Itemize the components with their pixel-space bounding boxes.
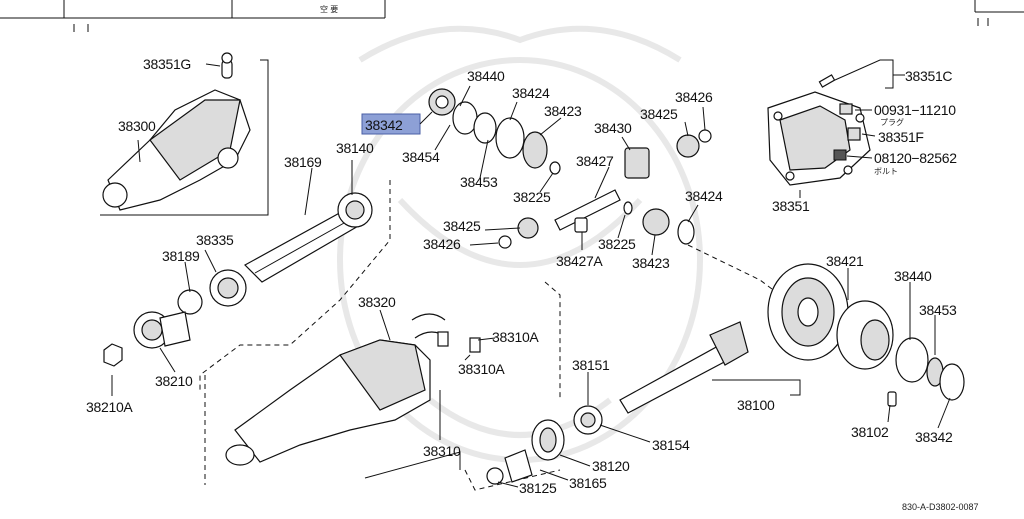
rear-diff-housing-38300	[100, 52, 269, 216]
carrier-housing-38310	[204, 281, 561, 485]
label-38427[interactable]: 38427	[576, 153, 614, 169]
label-38100[interactable]: 38100	[737, 397, 775, 413]
label-38151[interactable]: 38151	[572, 357, 610, 373]
label-38102[interactable]: 38102	[851, 424, 889, 440]
label-38335[interactable]: 38335	[196, 232, 234, 248]
label-38427A[interactable]: 38427A	[556, 253, 604, 269]
drive-shaft-parts	[103, 160, 391, 396]
label-38453-top[interactable]: 38453	[460, 174, 498, 190]
label-38351C[interactable]: 38351C	[905, 68, 953, 84]
label-38351F[interactable]: 38351F	[878, 129, 924, 145]
label-38300[interactable]: 38300	[118, 118, 156, 134]
label-38423-mid[interactable]: 38423	[632, 255, 670, 271]
label-38125[interactable]: 38125	[519, 480, 557, 496]
label-38169[interactable]: 38169	[284, 154, 322, 170]
part-labels: 38351G 38300 38169 38140 38335 38189 382…	[86, 56, 979, 512]
label-38424-mid[interactable]: 38424	[685, 188, 723, 204]
label-38225-mid[interactable]: 38225	[598, 236, 636, 252]
pinion-shaft-38100	[619, 321, 801, 414]
label-38426-mid[interactable]: 38426	[423, 236, 461, 252]
label-38425-top[interactable]: 38425	[640, 106, 678, 122]
label-38210[interactable]: 38210	[155, 373, 193, 389]
label-38225-top[interactable]: 38225	[513, 189, 551, 205]
label-38165[interactable]: 38165	[569, 475, 607, 491]
label-00931-11210[interactable]: 00931−11210	[874, 102, 957, 118]
label-38320[interactable]: 38320	[358, 294, 396, 310]
label-08120-82562[interactable]: 08120−82562	[874, 150, 958, 166]
ring-gear-assembly	[767, 263, 965, 429]
label-38424-top[interactable]: 38424	[512, 85, 550, 101]
label-38120[interactable]: 38120	[592, 458, 630, 474]
diff-cover-38351	[767, 59, 905, 198]
label-38351[interactable]: 38351	[772, 198, 810, 214]
label-38454[interactable]: 38454	[402, 149, 440, 165]
label-38423-top[interactable]: 38423	[544, 103, 582, 119]
label-38342-right[interactable]: 38342	[915, 429, 953, 445]
svg-text:空 要: 空 要	[320, 4, 338, 14]
header-frame: 空 要	[0, 0, 1024, 32]
label-38140[interactable]: 38140	[336, 140, 374, 156]
label-38421[interactable]: 38421	[826, 253, 864, 269]
label-38154[interactable]: 38154	[652, 437, 690, 453]
label-38310A-2[interactable]: 38310A	[458, 361, 506, 377]
label-plug-jp: プラグ	[880, 117, 904, 127]
label-38310[interactable]: 38310	[423, 443, 461, 459]
label-bolt-jp: ボルト	[874, 167, 898, 176]
label-38210A[interactable]: 38210A	[86, 399, 134, 415]
label-38440-right[interactable]: 38440	[894, 268, 932, 284]
diagram-reference-code: 830-A-D3802-0087	[902, 502, 979, 512]
pinion-bearing-parts	[464, 372, 651, 491]
label-38342-highlighted[interactable]: 38342	[365, 117, 403, 133]
diff-internal-parts-top	[428, 85, 781, 296]
label-38189[interactable]: 38189	[162, 248, 200, 264]
label-38430[interactable]: 38430	[594, 120, 632, 136]
label-38426-top[interactable]: 38426	[675, 89, 713, 105]
label-38440-top[interactable]: 38440	[467, 68, 505, 84]
label-38310A-1[interactable]: 38310A	[492, 329, 540, 345]
label-38351G[interactable]: 38351G	[143, 56, 191, 72]
label-38453-right[interactable]: 38453	[919, 302, 957, 318]
label-38425-mid[interactable]: 38425	[443, 218, 481, 234]
